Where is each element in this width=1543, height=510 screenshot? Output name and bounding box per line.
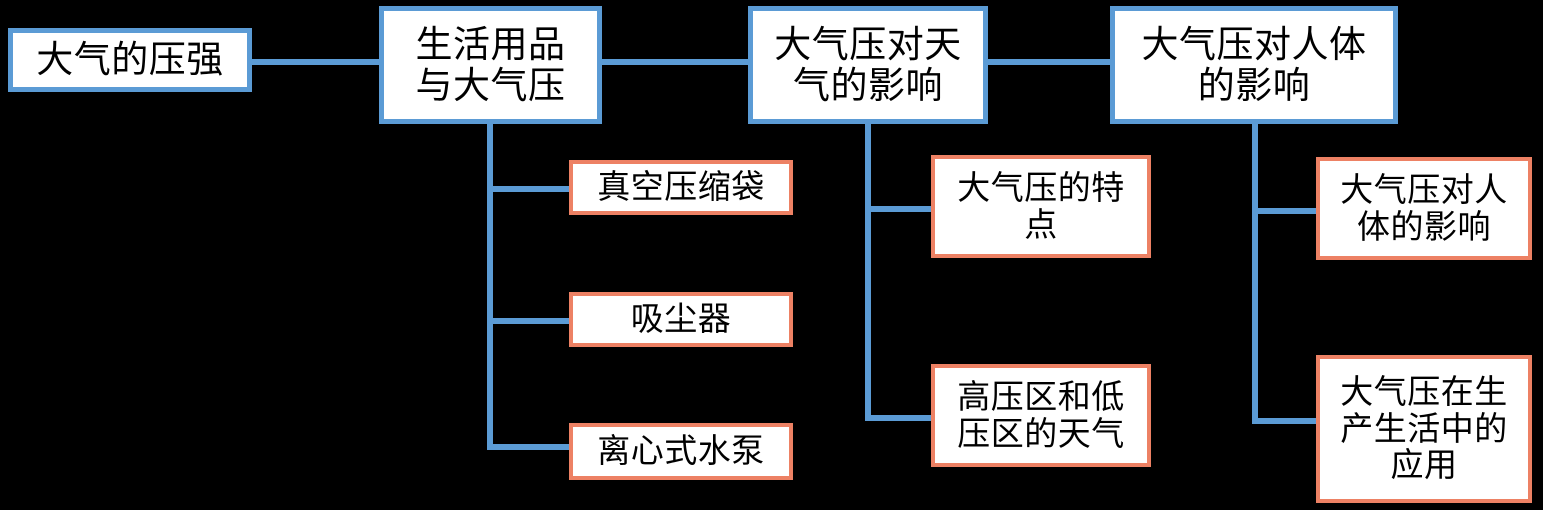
- node-root[interactable]: 大气的压强: [8, 28, 252, 92]
- connector-branch2-to-branch3: [984, 59, 1114, 65]
- node-branch-daily-goods[interactable]: 生活用品 与大气压: [379, 6, 602, 124]
- connector-branch3-trunk: [1252, 118, 1258, 424]
- connector-branch1-to-branch2: [598, 59, 752, 65]
- connector-branch3-stub-1: [1252, 208, 1320, 214]
- connector-branch2-stub-2: [865, 415, 935, 421]
- connector-branch2-stub-1: [865, 206, 935, 212]
- node-effect-on-human-body[interactable]: 大气压对人 体的影响: [1316, 157, 1532, 260]
- node-centrifugal-pump[interactable]: 离心式水泵: [569, 423, 793, 480]
- connector-branch1-stub-3: [487, 444, 573, 450]
- connector-branch2-trunk: [865, 118, 871, 421]
- node-application-in-life[interactable]: 大气压在生 产生活中的 应用: [1316, 355, 1532, 503]
- connector-branch1-stub-1: [487, 186, 573, 192]
- connector-root-to-branch1: [250, 59, 386, 65]
- connector-branch3-stub-2: [1252, 418, 1320, 424]
- node-vacuum-cleaner[interactable]: 吸尘器: [569, 292, 793, 347]
- node-atmospheric-pressure-features[interactable]: 大气压的特 点: [931, 155, 1151, 258]
- node-branch-human-body[interactable]: 大气压对人体 的影响: [1110, 6, 1398, 124]
- node-high-low-pressure-weather[interactable]: 高压区和低 压区的天气: [931, 364, 1151, 467]
- node-vacuum-compression-bag[interactable]: 真空压缩袋: [569, 160, 793, 215]
- connector-branch1-stub-2: [487, 318, 573, 324]
- connector-branch1-trunk: [487, 118, 493, 450]
- node-branch-weather[interactable]: 大气压对天 气的影响: [748, 6, 988, 124]
